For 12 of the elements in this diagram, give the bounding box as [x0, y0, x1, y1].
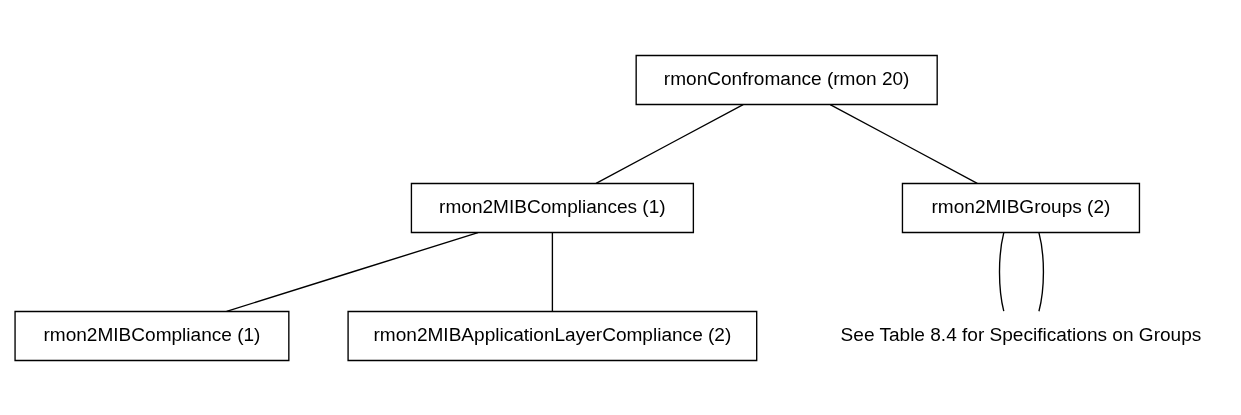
connector [595, 103, 744, 184]
connector [1038, 231, 1045, 312]
connector [998, 231, 1005, 312]
connector [225, 231, 479, 312]
node-box: rmonConfromance (rmon 20) [635, 54, 938, 105]
node-text: See Table 8.4 for Specifications on Groups [840, 323, 1202, 345]
node-box: rmon2MIBCompliances (1) [410, 182, 695, 233]
node-box: rmon2MIBCompliance (1) [14, 310, 290, 361]
connector [829, 103, 978, 184]
node-box: rmon2MIBGroups (2) [901, 182, 1141, 233]
connector [551, 231, 554, 312]
node-box: rmon2MIBApplicationLayerCompliance (2) [347, 310, 758, 361]
